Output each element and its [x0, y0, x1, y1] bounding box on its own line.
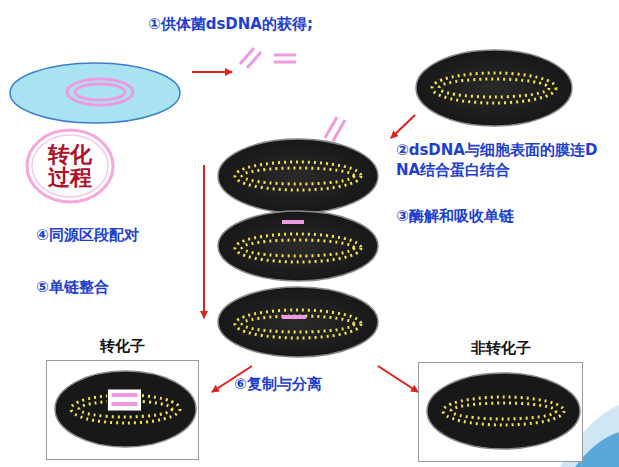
step-label: ②dsDNA与细胞表面的膜连DNA结合蛋白结合 — [396, 140, 608, 181]
title-oval: 转化 过程 — [25, 128, 115, 204]
step-label: ③酶解和吸收单链 — [396, 206, 514, 226]
cell — [218, 211, 378, 281]
step-label: ⑥复制与分离 — [234, 374, 322, 394]
arrow — [192, 71, 232, 73]
title-text: 转化 过程 — [45, 143, 96, 189]
cell — [218, 287, 378, 357]
step-label: ①供体菌dsDNA的获得; — [148, 14, 313, 34]
box-heading: 转化子 — [47, 337, 198, 356]
dsdna — [325, 117, 345, 141]
integrated-ssdna — [282, 315, 306, 319]
arrow — [203, 165, 205, 318]
result-box: 转化子 — [46, 360, 199, 460]
donor-dna — [67, 79, 133, 105]
step-label: ④同源区段配对 — [36, 225, 139, 245]
cell — [218, 139, 378, 213]
cell — [419, 363, 584, 463]
donor-dna — [75, 84, 125, 100]
arrow — [391, 115, 415, 138]
chromosome — [439, 79, 549, 97]
cell — [47, 361, 200, 461]
arrow — [378, 366, 418, 392]
dna-fragment — [240, 48, 296, 68]
donor-cell — [10, 63, 180, 123]
ssdna — [282, 220, 304, 224]
box-heading: 非转化子 — [419, 339, 582, 358]
result-box: 非转化子 — [418, 362, 583, 462]
recipient-cell — [416, 50, 572, 126]
step-label: ⑤单链整合 — [36, 277, 109, 297]
chromosome — [432, 73, 556, 103]
